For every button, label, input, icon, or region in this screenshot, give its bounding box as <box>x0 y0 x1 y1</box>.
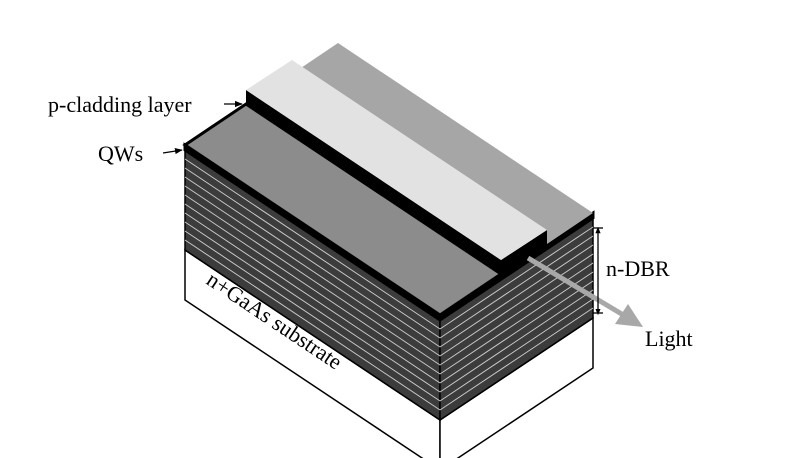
dbr-stripe <box>184 203 441 375</box>
dbr-stripe <box>184 230 441 402</box>
p-cladding-label: p-cladding layer <box>48 92 192 117</box>
qws-label: QWs <box>98 141 143 166</box>
light-label: Light <box>645 326 693 351</box>
dbr-stripe <box>184 158 441 330</box>
n-dbr-label: n-DBR <box>606 256 670 281</box>
ridge-side <box>246 90 501 274</box>
dbr-stripe <box>184 185 441 357</box>
dbr-stripe <box>439 271 594 375</box>
dbr-stripe <box>439 280 594 384</box>
top-face-right <box>292 43 593 244</box>
p-cladding-ridge-top <box>246 60 547 260</box>
dbr-stripe <box>439 244 594 348</box>
dbr-stripe <box>184 239 441 411</box>
light-arrow <box>526 255 627 319</box>
qws-pointer-arrow <box>162 148 183 155</box>
dbr-stripe <box>439 298 594 402</box>
dbr-stripe <box>439 226 594 330</box>
ridge-front <box>501 230 547 274</box>
dbr-stripe <box>439 289 594 393</box>
dbr-stripe <box>439 235 594 339</box>
dbr-stripe <box>184 167 441 339</box>
light-arrowhead <box>615 304 643 327</box>
dbr-stripe <box>184 212 441 384</box>
dbr-stripe <box>184 176 441 348</box>
dbr-stripe <box>184 194 441 366</box>
dbr-stripe <box>439 307 594 411</box>
dbr-stripe <box>184 221 441 393</box>
dbr-stripe <box>439 253 594 357</box>
